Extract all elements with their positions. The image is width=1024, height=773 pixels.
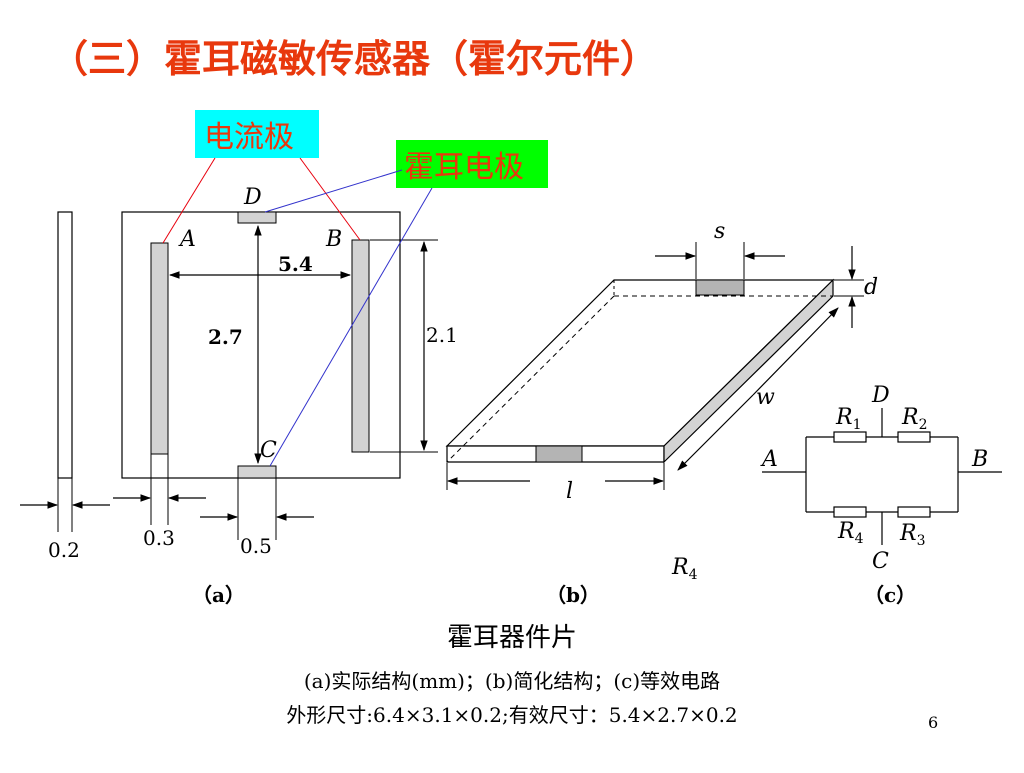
resistor-r4 (833, 506, 867, 518)
plate-top-face (445, 279, 835, 447)
caption-a: （a） (192, 583, 245, 607)
plate-electrode-front (535, 445, 583, 463)
side-view-strip (57, 211, 73, 479)
lead-line-b (299, 157, 361, 241)
resistor-r1 (833, 431, 867, 443)
label-b: B (325, 227, 342, 252)
dim-height-label: 2.7 (208, 325, 243, 349)
lead-line-a (162, 157, 216, 244)
label-l: l (566, 479, 573, 504)
lead-line-d (264, 169, 403, 213)
caption-dimensions: 外形尺寸:6.4×3.1×0.2;有效尺寸：5.4×2.7×0.2 (286, 703, 737, 727)
label-r1: R1 (835, 405, 862, 433)
label-r3: R3 (899, 521, 926, 549)
lead-line-c (269, 187, 433, 467)
hall-electrode-d (237, 211, 277, 224)
label-r4-stray: R4 (671, 555, 698, 583)
page-title: （三）霍耳磁敏传感器（霍尔元件） (50, 37, 658, 81)
plate-electrode-top (695, 279, 745, 296)
label-a: A (178, 227, 196, 252)
circuit-label-a: A (760, 447, 778, 472)
figure-a: D A B C 5.4 2.7 2.1 0.2 0.3 0.5 （ (20, 185, 458, 607)
dim-width-label: 5.4 (278, 252, 313, 276)
resistor-r3 (897, 506, 931, 518)
hall-electrode-c (237, 465, 277, 479)
label-w: w (756, 385, 775, 410)
callout-current-electrode: 电流极 (162, 110, 361, 244)
dim-electrode-len-label: 2.1 (426, 323, 458, 347)
current-electrode-a (150, 242, 169, 455)
callout-hall-electrode: 霍耳电极 (264, 140, 548, 467)
callout-current-text: 电流极 (204, 120, 294, 155)
callout-hall-bg (396, 140, 548, 188)
callout-current-bg (195, 110, 319, 158)
dim-electrode-w-label: 0.3 (143, 526, 175, 550)
caption-title: 霍耳器件片 (447, 623, 577, 653)
current-electrode-b (351, 239, 370, 453)
resistor-r2 (897, 431, 931, 443)
label-d: D (243, 185, 262, 210)
figure-b: s d w l R4 （b） (445, 219, 878, 607)
caption-c: （c） (864, 583, 916, 607)
dim-thickness-label: 0.2 (48, 538, 80, 562)
label-d-thickness: d (864, 275, 878, 300)
caption-subtitle: (a)实际结构(mm)；(b)简化结构；(c)等效电路 (304, 669, 720, 693)
circuit-label-c: C (872, 549, 889, 574)
label-c: C (260, 438, 277, 463)
label-s: s (714, 219, 725, 244)
dim-hall-w-label: 0.5 (240, 534, 272, 558)
callout-hall-text: 霍耳电极 (404, 150, 524, 185)
caption-b: （b） (546, 583, 600, 607)
circuit-label-d: D (871, 383, 890, 408)
page-number: 6 (928, 713, 938, 732)
circuit-label-b: B (971, 447, 988, 472)
label-r4: R4 (837, 519, 864, 547)
label-r2: R2 (901, 405, 928, 433)
figure-c: D C A B R1 R2 R4 R3 （c） (760, 383, 1002, 607)
